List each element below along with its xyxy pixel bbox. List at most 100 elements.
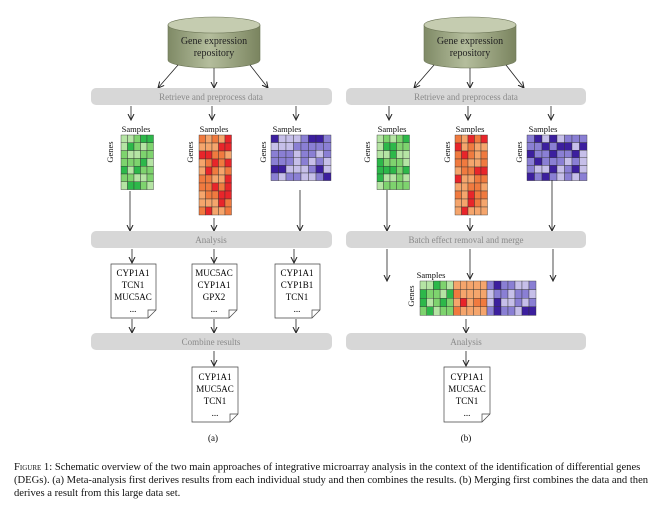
matrix-cell <box>205 150 213 160</box>
matrix-cell <box>211 174 219 184</box>
batch-label-b: Batch effect removal and merge <box>408 235 523 245</box>
matrix-cell <box>571 149 580 158</box>
matrix-cell <box>224 158 232 168</box>
matrix-cell <box>120 150 128 159</box>
matrix-cell <box>556 157 565 166</box>
matrix-cell <box>514 306 523 316</box>
matrix-cell <box>528 298 537 308</box>
matrix-cell <box>315 157 324 166</box>
matrix-cell <box>224 206 232 216</box>
gene-a1-4: ... <box>130 304 137 314</box>
matrix-cell <box>308 149 317 158</box>
matrix-cell <box>493 298 502 308</box>
matrix-cell <box>285 157 294 166</box>
matrix-cell <box>133 158 141 167</box>
matrix-cell <box>285 142 294 151</box>
matrix-cell <box>507 306 516 316</box>
genes-label-a1: Genes <box>105 141 115 162</box>
matrix-cell <box>224 134 232 144</box>
matrix-cell <box>534 157 543 166</box>
matrix-cell <box>549 134 558 143</box>
matrix-cell <box>198 150 206 160</box>
matrix-cell <box>526 165 535 174</box>
matrix-cell <box>556 134 565 143</box>
matrix-cell <box>467 174 475 184</box>
matrix-cell <box>323 149 332 158</box>
matrix-cell <box>571 165 580 174</box>
matrix-cell <box>564 134 573 143</box>
matrix-cell <box>466 306 474 316</box>
gene-a3-3: TCN1 <box>286 292 309 302</box>
expression-matrix-orange-a <box>198 134 232 216</box>
matrix-cell <box>389 158 397 167</box>
matrix-cell <box>396 150 404 159</box>
panel-label-b: (b) <box>461 433 472 443</box>
matrix-cell <box>383 158 391 167</box>
matrix-cell <box>376 142 384 151</box>
matrix-cell <box>376 150 384 159</box>
matrix-cell <box>500 280 509 290</box>
repository-cylinder-b: Gene expression repository <box>423 16 517 69</box>
matrix-cell <box>205 166 213 176</box>
genes-label-b2: Genes <box>442 141 452 162</box>
genes-label-merged: Genes <box>406 285 416 306</box>
matrix-cell <box>198 134 206 144</box>
matrix-cell <box>467 166 475 176</box>
matrix-cell <box>308 165 317 174</box>
genes-label-b3: Genes <box>514 141 524 162</box>
matrix-cell <box>526 134 535 143</box>
matrix-cell <box>474 150 482 160</box>
matrix-cell <box>198 166 206 176</box>
expression-matrix-purple-b <box>526 134 588 181</box>
matrix-cell <box>426 298 434 308</box>
matrix-cell <box>285 149 294 158</box>
figure-caption: Figure 1: Schematic overview of the two … <box>14 461 658 500</box>
batch-bar-b: Batch effect removal and merge <box>346 231 586 248</box>
matrix-cell <box>541 134 550 143</box>
matrix-cell <box>526 142 535 151</box>
matrix-cell <box>140 150 148 159</box>
matrix-cell <box>120 181 128 190</box>
matrix-cell <box>146 165 154 175</box>
matrix-cell <box>315 134 324 143</box>
matrix-cell <box>474 206 482 216</box>
matrix-cell <box>579 157 588 166</box>
matrix-cell <box>278 142 287 151</box>
matrix-cell <box>146 158 154 167</box>
matrix-cell <box>376 165 384 175</box>
matrix-cell <box>460 306 468 316</box>
matrix-cell <box>396 165 404 175</box>
matrix-cell <box>534 165 543 174</box>
workflow-diagram: Gene expression repository Retrieve and … <box>91 16 588 443</box>
matrix-cell <box>146 173 154 183</box>
matrix-cell <box>446 289 454 299</box>
matrix-cell <box>396 158 404 167</box>
matrix-cell <box>146 142 154 151</box>
matrix-cell <box>211 182 219 192</box>
matrix-cell <box>383 142 391 151</box>
result-a-4: ... <box>212 408 219 418</box>
matrix-cell <box>315 165 324 174</box>
matrix-cell <box>493 280 502 290</box>
matrix-cell <box>534 142 543 151</box>
matrix-cell <box>205 142 213 152</box>
matrix-cell <box>198 182 206 192</box>
matrix-cell <box>120 173 128 183</box>
analysis-bar-a: Analysis <box>91 231 332 248</box>
samples-label-b1: Samples <box>378 124 407 134</box>
matrix-cell <box>480 182 488 192</box>
matrix-cell <box>383 165 391 175</box>
matrix-cell <box>211 198 219 208</box>
matrix-cell <box>224 182 232 192</box>
matrix-cell <box>383 173 391 183</box>
matrix-cell <box>419 298 427 308</box>
matrix-cell <box>474 166 482 176</box>
matrix-cell <box>466 280 474 290</box>
matrix-cell <box>376 134 384 144</box>
matrix-cell <box>146 134 154 144</box>
matrix-cell <box>224 198 232 208</box>
matrix-cell <box>323 157 332 166</box>
matrix-cell <box>218 190 226 200</box>
matrix-cell <box>521 289 530 299</box>
matrix-cell <box>454 150 462 160</box>
